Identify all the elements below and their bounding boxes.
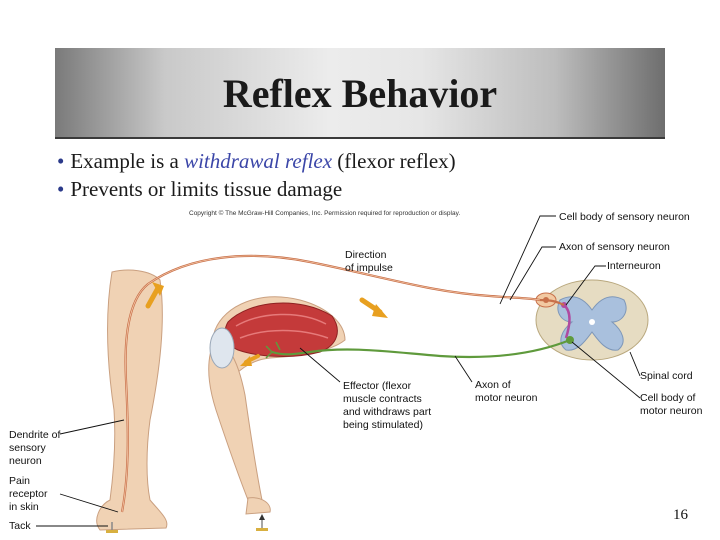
bullet-text-suffix: (flexor reflex) bbox=[332, 149, 456, 173]
leader-lines bbox=[36, 215, 641, 527]
slide-title: Reflex Behavior bbox=[222, 71, 498, 116]
copyright-notice: Copyright © The McGraw-Hill Companies, I… bbox=[189, 210, 461, 217]
title-bar: Reflex Behavior bbox=[55, 48, 665, 139]
raised-foot bbox=[245, 497, 271, 515]
bullet-list: •Example is a withdrawal reflex (flexor … bbox=[57, 147, 456, 203]
impulse-arrows bbox=[145, 282, 388, 366]
label-spinal-cord: Spinal cord bbox=[640, 370, 693, 382]
bullet-text: Prevents or limits tissue damage bbox=[70, 177, 343, 201]
label-tack: Tack bbox=[9, 520, 31, 532]
motor-neuron-path bbox=[271, 338, 571, 359]
bullet-text: Example is a bbox=[70, 149, 185, 173]
label-interneuron: Interneuron bbox=[607, 260, 661, 272]
bullet-item: •Prevents or limits tissue damage bbox=[57, 175, 456, 203]
label-cell-body-sensory: Cell body of sensory neuron bbox=[559, 211, 690, 223]
arrow-icon bbox=[145, 285, 161, 309]
label-axon-sensory: Axon of sensory neuron bbox=[559, 241, 670, 253]
bullet-icon: • bbox=[57, 149, 65, 173]
standing-leg bbox=[96, 269, 168, 531]
flexor-muscle bbox=[209, 302, 338, 369]
slide-number: 16 bbox=[673, 507, 688, 523]
bullet-icon: • bbox=[57, 177, 65, 201]
spinal-cord bbox=[535, 279, 649, 361]
bullet-emphasis: withdrawal reflex bbox=[184, 149, 333, 173]
bullet-item: •Example is a withdrawal reflex (flexor … bbox=[57, 147, 456, 175]
tack-icon bbox=[106, 514, 268, 533]
